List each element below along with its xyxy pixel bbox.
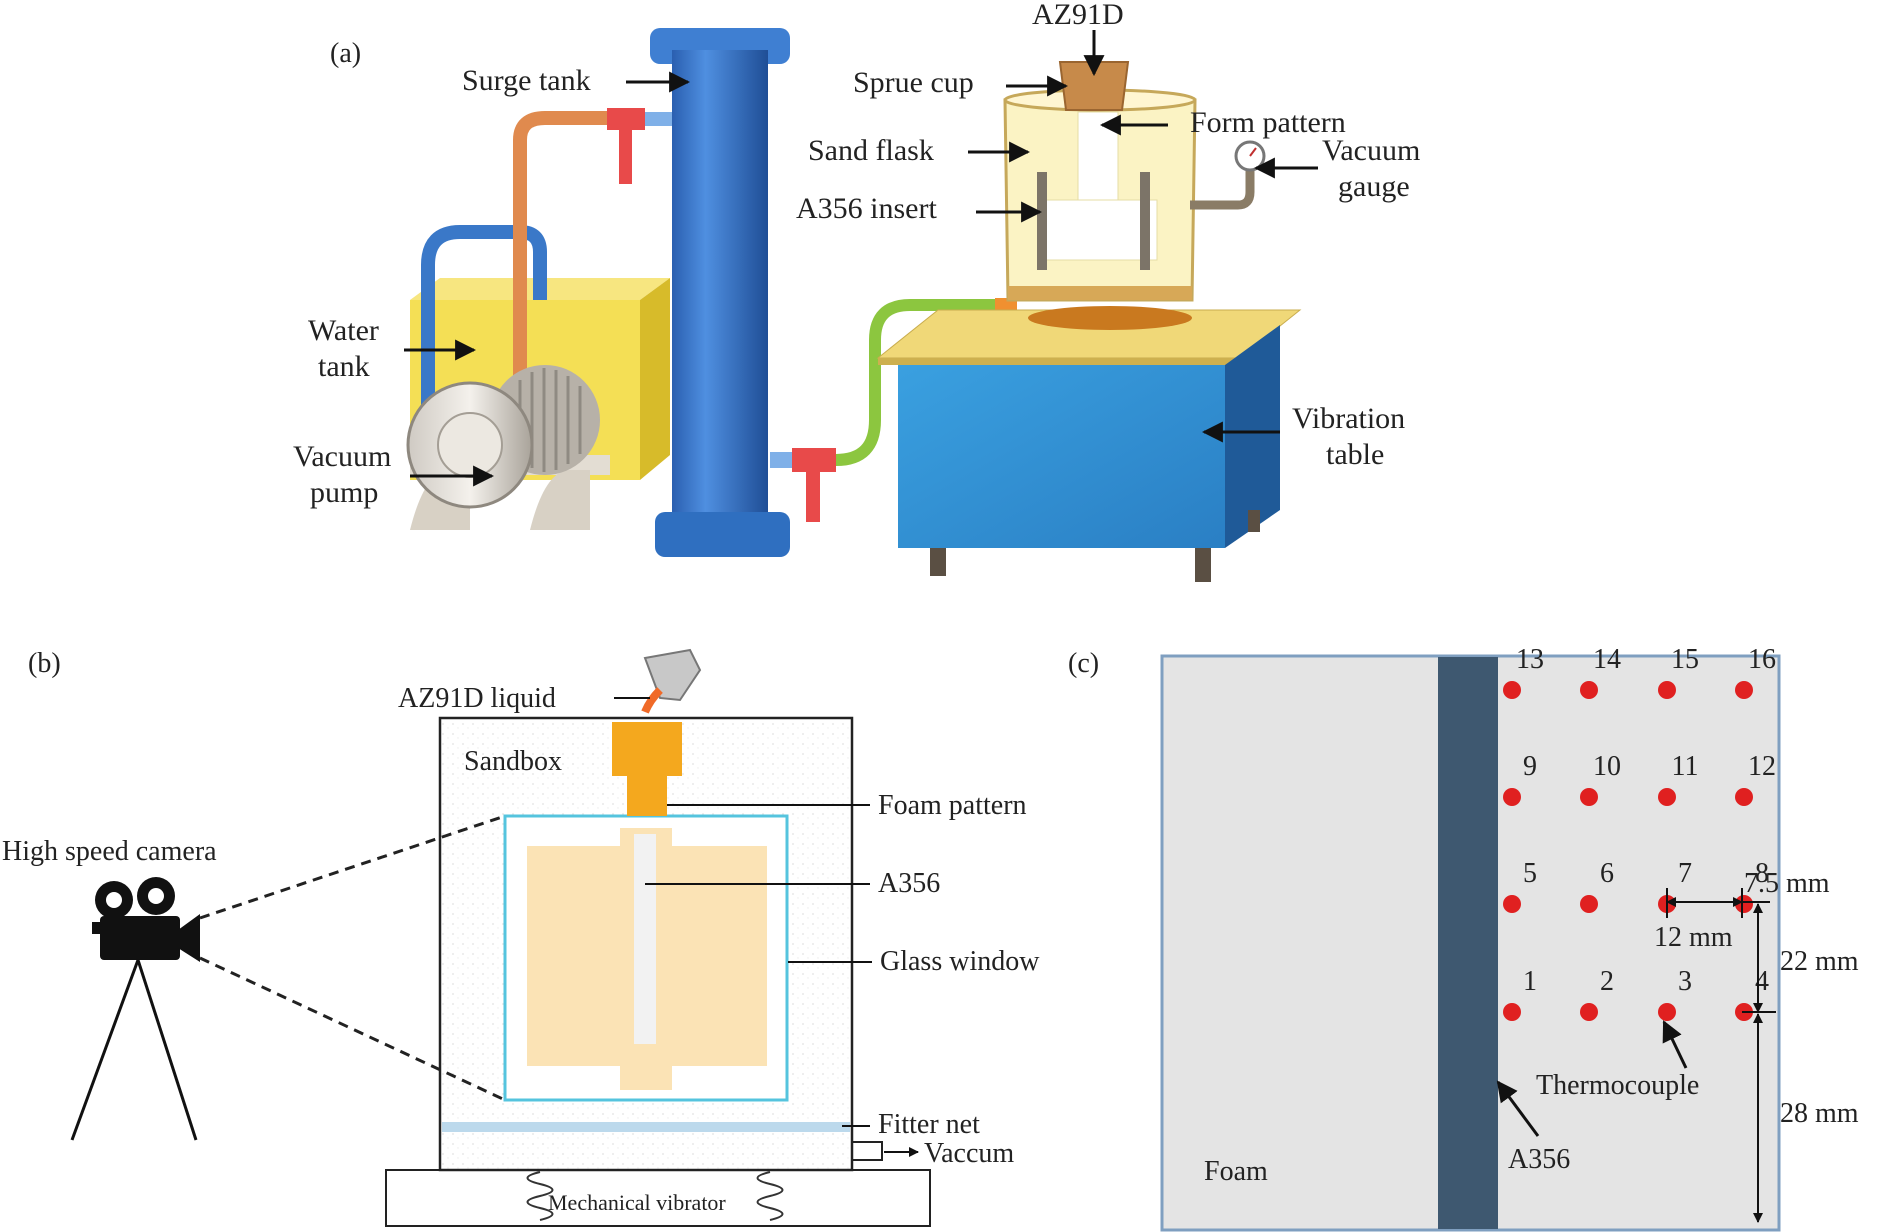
a356-label-c: A356 — [1508, 1144, 1570, 1175]
thermocouple-number: 16 — [1748, 644, 1776, 675]
thermocouple-point — [1503, 895, 1521, 913]
panel-a-tag: (a) — [330, 38, 361, 69]
upper-valve — [607, 108, 675, 184]
fitter-net-label: Fitter net — [878, 1109, 980, 1140]
thermocouple-point — [1580, 1003, 1598, 1021]
thermocouple-number: 5 — [1523, 858, 1537, 889]
thermocouple-number: 14 — [1593, 644, 1621, 675]
view-line-top — [199, 814, 506, 920]
high-speed-camera-icon — [70, 877, 200, 1141]
thermocouple-point — [1658, 1003, 1676, 1021]
vibrator-springs — [526, 1171, 784, 1221]
thermocouple-number: 6 — [1600, 858, 1614, 889]
az91d-liquid-label: AZ91D liquid — [398, 683, 556, 714]
thermocouple-point — [1658, 788, 1676, 806]
water-pipe — [421, 225, 547, 420]
vibrator-base — [385, 1169, 931, 1227]
thermocouple-number: 8 — [1755, 858, 1769, 889]
thermocouple-number: 2 — [1600, 966, 1614, 997]
mechanical-vibrator-label: Mechanical vibrator — [548, 1190, 726, 1215]
a356-arrow-c — [1496, 1080, 1540, 1137]
thermocouple-number: 15 — [1671, 644, 1699, 675]
vaccum-label: Vaccum — [924, 1138, 1014, 1169]
vacuum-pump-label-2: pump — [310, 476, 378, 509]
vibration-table-label-1: Vibration — [1292, 402, 1405, 435]
view-line-bottom — [199, 956, 506, 1102]
thermocouple-point — [1503, 788, 1521, 806]
sandbox-label: Sandbox — [464, 746, 562, 777]
az91d-label: AZ91D — [1032, 0, 1124, 31]
panel-b: (b) — [2, 648, 1040, 1227]
vacuum-gauge-label-1: Vacuum — [1322, 134, 1420, 167]
form-pattern-label: Form pattern — [1190, 106, 1346, 139]
thermocouple-number: 7 — [1678, 858, 1692, 889]
foam-label: Foam — [1204, 1156, 1268, 1187]
thermocouple-number: 1 — [1523, 966, 1537, 997]
dim-12mm-label: 12 mm — [1654, 922, 1733, 953]
thermocouple-arrow — [1662, 1020, 1688, 1069]
thermocouple-number: 12 — [1748, 751, 1776, 782]
dim-28mm-label: 28 mm — [1780, 1098, 1859, 1129]
panel-c-tag: (c) — [1068, 648, 1099, 679]
thermocouple-point — [1658, 681, 1676, 699]
vacuum-port — [852, 1141, 883, 1161]
thermocouple-number: 3 — [1678, 966, 1692, 997]
sand-flask — [1003, 88, 1266, 330]
sprue-block — [612, 722, 682, 776]
liquid-stream — [641, 687, 663, 714]
vacuum-gauge-label-2: gauge — [1338, 170, 1410, 203]
water-tank-label-1: Water — [308, 314, 379, 347]
surge-tank-label: Surge tank — [462, 64, 591, 97]
thermocouple-point — [1580, 895, 1598, 913]
high-speed-camera-label: High speed camera — [2, 836, 217, 867]
thermocouple-point — [1503, 681, 1521, 699]
thermocouple-number: 11 — [1672, 751, 1699, 782]
vacuum-pump-label-1: Vacuum — [293, 440, 391, 473]
filter-net — [442, 1122, 850, 1132]
dim-7-5mm-label: 7.5 mm — [1744, 868, 1830, 899]
lower-valve — [770, 448, 836, 522]
foam-neck — [627, 776, 667, 816]
foam-pattern-label: Foam pattern — [878, 790, 1027, 821]
thermocouple-point — [1580, 681, 1598, 699]
panel-b-tag: (b) — [28, 648, 61, 679]
vibration-table — [876, 309, 1302, 582]
thermocouple-point — [1735, 681, 1753, 699]
thermocouple-point — [1503, 1003, 1521, 1021]
a356-insert-label: A356 insert — [796, 192, 937, 225]
thermocouple-number: 13 — [1516, 644, 1544, 675]
glass-window-label: Glass window — [880, 946, 1040, 977]
copper-pipe — [513, 111, 618, 400]
thermocouple-number: 10 — [1593, 751, 1621, 782]
thermocouple-number: 9 — [1523, 751, 1537, 782]
a356-label-b: A356 — [878, 868, 940, 899]
a356-insert-b — [634, 834, 656, 1044]
sand-flask-label: Sand flask — [808, 134, 934, 167]
thermocouple-label: Thermocouple — [1536, 1070, 1699, 1101]
dim-22mm-label: 22 mm — [1780, 946, 1859, 977]
water-tank-label-2: tank — [318, 350, 370, 383]
panel-a: (a) — [293, 0, 1420, 582]
thermocouple-point — [1580, 788, 1598, 806]
surge-tank — [650, 28, 790, 557]
green-hose — [835, 299, 1000, 466]
thermocouple-point — [1735, 788, 1753, 806]
vibration-table-label-2: table — [1326, 438, 1384, 471]
sprue-cup-label: Sprue cup — [853, 66, 974, 99]
a356-bar — [1438, 657, 1498, 1229]
